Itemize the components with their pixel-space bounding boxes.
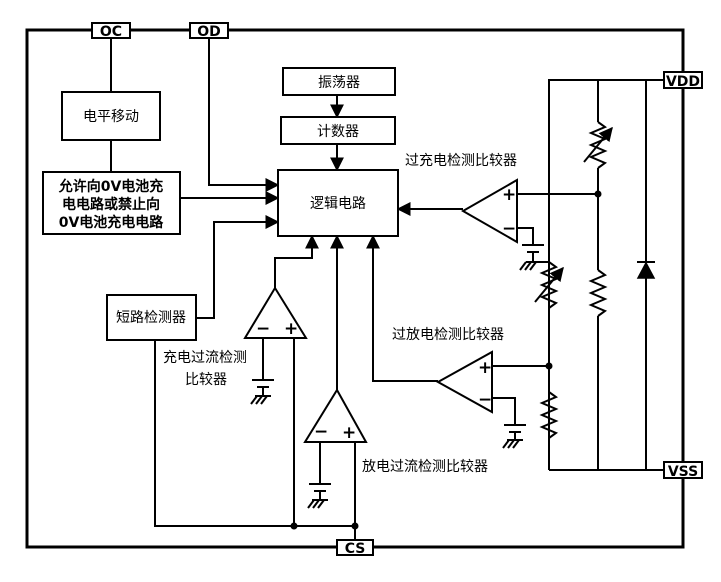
resistor-lower-variable: [534, 261, 564, 366]
reference-overcharge: [519, 244, 544, 271]
pin-vdd: VDD: [663, 71, 703, 90]
reference-discharge-overcurrent: [307, 483, 331, 509]
plus-sign: +: [478, 358, 492, 378]
logic-block: 逻辑电路: [277, 169, 399, 237]
reference-charge-overcurrent: [250, 379, 274, 405]
short-detector-block: 短路检测器: [106, 294, 197, 341]
oscillator-block: 振荡器: [282, 67, 396, 96]
counter-label: 计数器: [317, 124, 359, 140]
pin-od: OD: [189, 22, 229, 40]
charge-overcurrent-label-line-2: 比较器: [185, 372, 227, 388]
discharge-overcurrent-comparator: − +: [303, 388, 368, 443]
pin-od-label: OD: [197, 24, 221, 40]
level-shift-block: 电平移动: [61, 91, 161, 141]
short-detector-label: 短路检测器: [116, 310, 186, 326]
plus-sign: +: [502, 185, 516, 205]
overdischarge-comparator: + −: [435, 350, 493, 414]
charge-enable-line-1: 允许向0V电池充: [58, 178, 164, 195]
charge-enable-line-3: 0V电池充电电路: [59, 214, 165, 231]
resistor-middle: [588, 269, 608, 317]
pin-oc-label: OC: [100, 24, 122, 40]
minus-sign: −: [314, 422, 328, 442]
overcharge-comparator-label: 过充电检测比较器: [405, 153, 517, 169]
charge-enable-block: 允许向0V电池充 电电路或禁止向 0V电池充电电路: [42, 171, 181, 235]
minus-sign: −: [256, 319, 270, 339]
level-shift-label: 电平移动: [83, 109, 139, 125]
pin-cs: CS: [336, 539, 374, 557]
overcharge-comparator: + −: [460, 178, 518, 244]
logic-label: 逻辑电路: [310, 196, 366, 212]
pin-vdd-label: VDD: [666, 74, 700, 90]
diode: [636, 261, 656, 279]
counter-block: 计数器: [280, 116, 396, 145]
charge-enable-line-2: 电电路或禁止向: [62, 196, 160, 213]
pin-oc: OC: [91, 22, 131, 40]
reference-overdischarge: [502, 424, 526, 449]
overdischarge-comparator-label: 过放电检测比较器: [392, 327, 504, 343]
minus-sign: −: [478, 390, 492, 410]
oscillator-label: 振荡器: [318, 75, 360, 91]
plus-sign: +: [284, 319, 298, 339]
pin-vss-label: VSS: [668, 464, 698, 480]
discharge-overcurrent-label: 放电过流检测比较器: [362, 459, 488, 475]
charge-overcurrent-comparator: − +: [243, 286, 308, 339]
resistor-upper-variable: [583, 121, 613, 169]
plus-sign: +: [342, 423, 356, 443]
pin-cs-label: CS: [345, 541, 366, 557]
charge-overcurrent-label-line-1: 充电过流检测: [163, 350, 247, 366]
resistor-bottom: [539, 366, 559, 470]
minus-sign: −: [502, 219, 516, 239]
pin-vss: VSS: [663, 461, 703, 480]
